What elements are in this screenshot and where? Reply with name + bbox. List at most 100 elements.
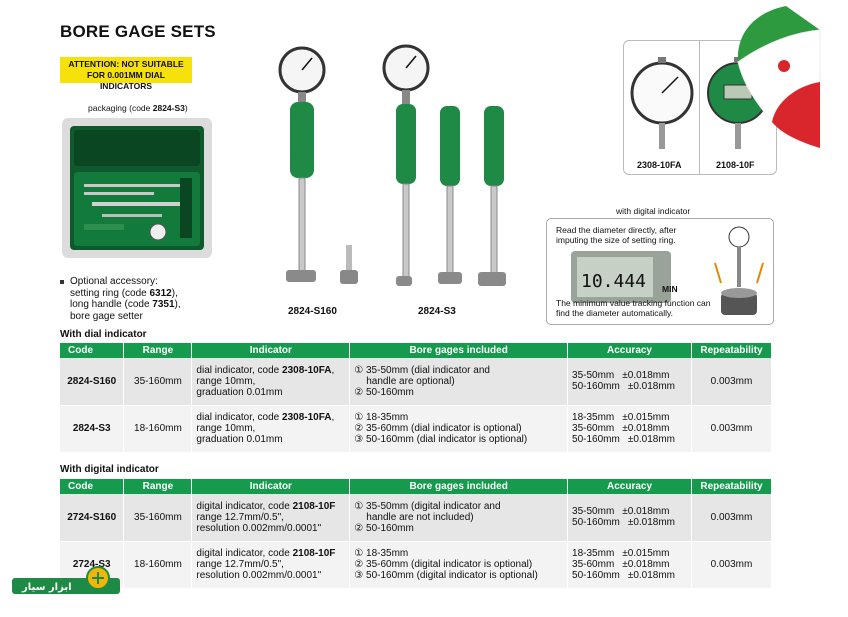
indicator-code: 2108-10F <box>292 548 336 559</box>
bore-line: handle are optional) <box>366 375 455 387</box>
digital-info-text-2: The minimum value tracking function can … <box>556 298 711 318</box>
cell-range: 18-160mm <box>123 541 193 589</box>
accessory-line-3: long handle (code 7351), <box>70 299 181 311</box>
indicator-resolution: resolution 0.002mm/0.0001" <box>196 522 322 534</box>
cell-repeatability: 0.003mm <box>691 405 773 453</box>
cell-indicator: digital indicator, code 2108-10F range 1… <box>191 494 351 542</box>
packaging-case-image <box>62 118 212 258</box>
accuracy-value: ±0.018mm <box>627 434 676 445</box>
optional-accessory-note: Optional accessory: setting ring (code 6… <box>60 276 181 322</box>
bullet-icon <box>60 280 64 284</box>
lcd-display-image: 10.444 <box>571 251 671 303</box>
indicator-range: range 10mm, <box>196 423 256 434</box>
packaging-suffix: ) <box>184 103 188 113</box>
cell-repeatability: 0.003mm <box>691 358 773 406</box>
bore-line: ② 35-60mm (digital indicator is optional… <box>354 559 533 570</box>
accessory-l2-suffix: ), <box>171 287 178 299</box>
bore-gage-sets-image <box>278 44 506 286</box>
indicator-resolution: resolution 0.002mm/0.0001" <box>196 570 322 581</box>
cell-code: 2724-S160 <box>60 494 125 542</box>
indicator-text: dial indicator, code <box>196 364 283 376</box>
accuracy-value: ±0.018mm <box>627 517 676 529</box>
digital-info-text-1: Read the diameter directly, after imputi… <box>556 225 677 245</box>
bore-gage-dial-1 <box>278 46 326 282</box>
accessory-l3-suffix: ), <box>174 299 181 310</box>
section-title-dial: With dial indicator <box>60 329 147 340</box>
bore-line: ② 50-160mm <box>354 522 414 534</box>
accuracy-range: 35-60mm <box>572 559 615 570</box>
bore-gage-dial-2 <box>382 44 430 286</box>
header-bore-gages: Bore gages included <box>349 479 569 494</box>
accuracy-value: ±0.015mm <box>622 412 670 423</box>
bore-line: handle are not included) <box>366 511 474 523</box>
table-header-row: Code Range Indicator Bore gages included… <box>60 479 773 494</box>
bore-line: ② 50-160mm <box>354 386 414 398</box>
cell-range: 35-160mm <box>123 494 193 542</box>
cell-bore-gages: ① 18-35mm ② 35-60mm (digital indicator i… <box>349 541 569 589</box>
bore-line: ③ 50-160mm (digital indicator is optiona… <box>354 570 538 581</box>
bore-measure-diagram <box>714 226 764 315</box>
bore-line: ① 18-35mm <box>354 412 409 423</box>
digital-indicator-table: Code Range Indicator Bore gages included… <box>60 479 773 589</box>
indicator-graduation: graduation 0.01mm <box>196 386 283 398</box>
bore-line: ③ 50-160mm (dial indicator is optional) <box>354 434 528 445</box>
header-range: Range <box>123 343 193 358</box>
cell-repeatability: 0.003mm <box>691 494 773 542</box>
accuracy-range: 18-35mm <box>572 412 615 423</box>
accuracy-range: 35-50mm <box>572 370 615 382</box>
min-label: MIN <box>662 284 678 294</box>
digital-info-box: 10.444 <box>546 218 774 325</box>
indicator-range: range 12.7mm/0.5", <box>196 511 284 523</box>
attention-notice: ATTENTION: NOT SUITABLE FOR 0.001MM DIAL… <box>60 57 192 91</box>
accessory-line-1: Optional accessory: <box>70 276 158 287</box>
cell-range: 18-160mm <box>123 405 193 453</box>
lcd-value: 10.444 <box>581 271 646 292</box>
accuracy-value: ±0.018mm <box>622 559 670 570</box>
table-row: 2824-S3 18-160mm dial indicator, code 23… <box>60 405 773 453</box>
packaging-prefix: packaging (code <box>88 103 153 113</box>
accessory-l3-code: 7351 <box>152 299 175 310</box>
product-label-s160: 2824-S160 <box>288 306 337 317</box>
page-title: BORE GAGE SETS <box>60 22 216 41</box>
cell-range: 35-160mm <box>123 358 193 406</box>
logo-text: ابزار سیار <box>21 582 72 593</box>
header-accuracy: Accuracy <box>567 479 692 494</box>
header-range: Range <box>123 479 193 494</box>
indicator-text: digital indicator, code <box>196 548 293 559</box>
accuracy-range: 50-160mm <box>572 517 620 529</box>
indicator-text: dial indicator, code <box>196 412 283 423</box>
cell-accuracy: 35-50mm±0.018mm 50-160mm±0.018mm <box>567 494 692 542</box>
accessory-line-4: bore gage setter <box>70 310 143 322</box>
section-title-digital: With digital indicator <box>60 464 159 475</box>
bore-line: ① 35-50mm (dial indicator and <box>354 364 490 376</box>
accessory-l3-prefix: long handle (code <box>70 299 153 310</box>
bore-gage-small <box>340 245 358 284</box>
accuracy-range: 18-35mm <box>572 548 615 559</box>
packaging-code: 2824-S3 <box>152 103 185 113</box>
cell-bore-gages: ① 35-50mm (dial indicator and handle are… <box>349 358 569 406</box>
cell-accuracy: 35-50mm±0.018mm 50-160mm±0.018mm <box>567 358 692 406</box>
cell-code: 2824-S160 <box>60 358 125 406</box>
indicator-punct: , <box>331 412 335 423</box>
indicator-text: digital indicator, code <box>196 500 293 512</box>
cell-indicator: dial indicator, code 2308-10FA, range 10… <box>191 358 351 406</box>
digital-indicator-code: 2108-10F <box>716 160 755 170</box>
header-repeatability: Repeatability <box>691 479 773 494</box>
accuracy-range: 35-50mm <box>572 506 615 518</box>
indicator-code: 2108-10F <box>292 500 336 512</box>
table-row: 2824-S160 35-160mm dial indicator, code … <box>60 358 773 406</box>
header-bore-gages: Bore gages included <box>349 343 569 358</box>
accuracy-range: 50-160mm <box>572 381 620 393</box>
attention-line-1: ATTENTION: NOT SUITABLE <box>68 59 184 69</box>
header-repeatability: Repeatability <box>691 343 773 358</box>
watermark-logo: ابزار سیار <box>12 566 120 598</box>
dial-indicator-code: 2308-10FA <box>637 160 682 170</box>
header-accuracy: Accuracy <box>567 343 692 358</box>
dial-indicator-table: Code Range Indicator Bore gages included… <box>60 343 773 453</box>
indicator-code: 2308-10FA <box>282 364 332 376</box>
bore-line: ① 35-50mm (digital indicator and <box>354 500 501 512</box>
cell-accuracy: 18-35mm±0.015mm 35-60mm±0.018mm 50-160mm… <box>567 405 692 453</box>
attention-line-2: FOR 0.001MM DIAL INDICATORS <box>87 70 165 91</box>
indicator-range: range 12.7mm/0.5", <box>196 559 284 570</box>
divider <box>699 41 700 174</box>
